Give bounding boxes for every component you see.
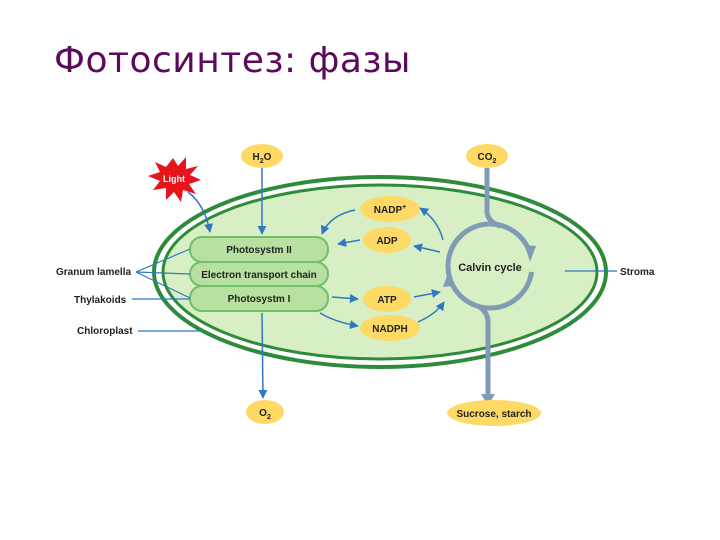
calvin-cycle: Calvin cycle	[443, 168, 536, 406]
oxygen-output: O2	[246, 400, 284, 424]
svg-text:ATP: ATP	[377, 295, 397, 306]
svg-text:CO2: CO2	[478, 152, 497, 165]
chloroplast-label: Chloroplast	[77, 326, 133, 337]
svg-text:Sucrose, starch: Sucrose, starch	[456, 409, 531, 420]
flow-arrows	[319, 207, 445, 330]
molecule-nadp: NADP+	[360, 196, 420, 222]
molecule-nadph: NADPH	[360, 315, 420, 341]
svg-text:NADPH: NADPH	[372, 324, 408, 335]
molecule-adp: ADP	[363, 227, 411, 253]
page-title: Фотосинтез: фазы	[54, 40, 411, 81]
ps2-label: Photosystm II	[226, 245, 292, 256]
thylakoids-label: Thylakoids	[74, 295, 127, 306]
svg-text:NADP+: NADP+	[374, 204, 406, 216]
calvin-cycle-label: Calvin cycle	[458, 262, 522, 274]
molecule-atp: ATP	[363, 286, 411, 312]
svg-text:ADP: ADP	[376, 236, 397, 247]
water-input: H2O	[241, 144, 283, 168]
stroma-label: Stroma	[620, 267, 655, 278]
etc-label: Electron transport chain	[201, 270, 317, 281]
light-burst-icon: Light	[148, 157, 201, 202]
thylakoid-stack: Photosystm II Electron transport chain P…	[189, 236, 329, 312]
sugar-output: Sucrose, starch	[447, 400, 541, 426]
svg-text:H2O: H2O	[253, 152, 272, 165]
light-label: Light	[163, 174, 185, 184]
granum-lamella-label: Granum lamella	[56, 267, 131, 278]
svg-text:O2: O2	[259, 408, 271, 421]
side-labels: Granum lamella Thylakoids Chloroplast St…	[56, 248, 655, 337]
co2-input: CO2	[466, 144, 508, 168]
ps1-label: Photosystm I	[228, 294, 291, 305]
